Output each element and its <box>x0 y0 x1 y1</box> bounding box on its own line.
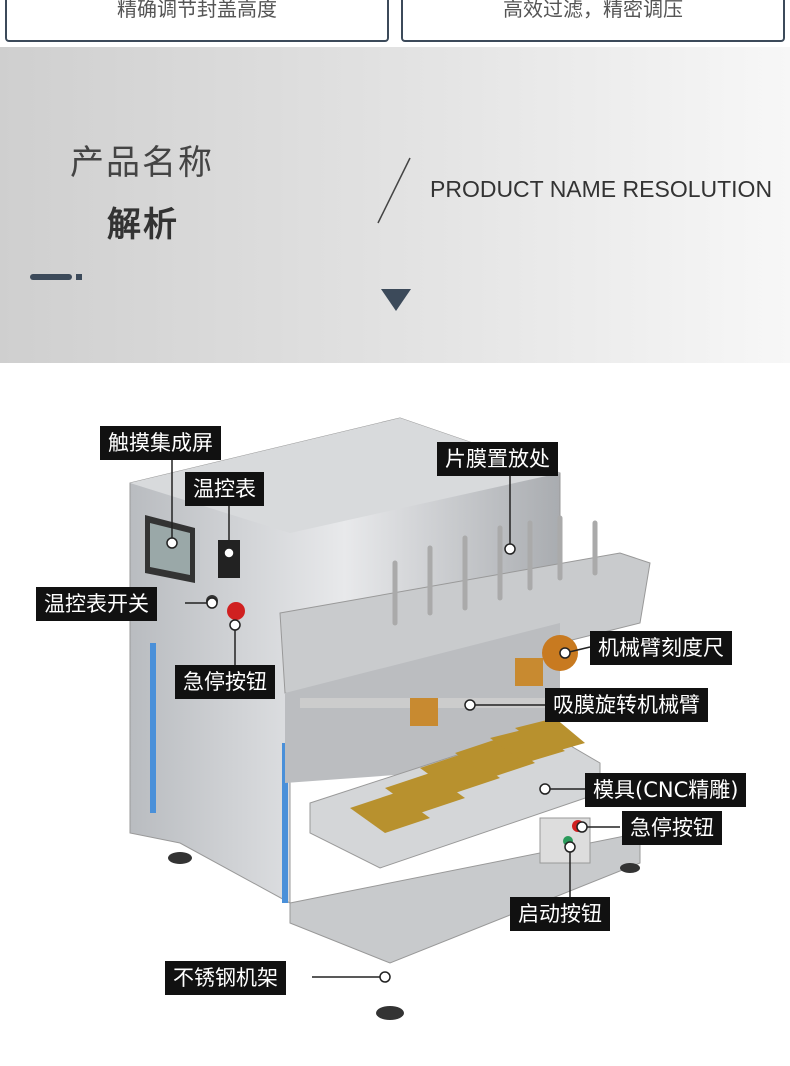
feature-text: 精确调节封盖高度 <box>117 0 277 21</box>
label-film-holder: 片膜置放处 <box>437 442 558 476</box>
section-title: 产品名称 <box>70 143 214 183</box>
label-temp-switch: 温控表开关 <box>36 587 157 621</box>
label-suction-arm: 吸膜旋转机械臂 <box>545 688 708 722</box>
feature-card-filter: 高效过滤，精密调压 <box>401 0 785 42</box>
section-english-title: PRODUCT NAME RESOLUTION <box>430 176 773 202</box>
section-subtitle: 解析 <box>107 205 179 245</box>
machine-illustration <box>129 417 651 1020</box>
down-arrow-icon <box>381 289 411 311</box>
label-start-button: 启动按钮 <box>510 897 610 931</box>
decor-dot <box>76 274 82 280</box>
decor-bar <box>30 274 72 280</box>
label-arm-scale: 机械臂刻度尺 <box>590 631 732 665</box>
label-touch-screen: 触摸集成屏 <box>100 426 221 460</box>
label-estop-right: 急停按钮 <box>622 811 722 845</box>
divider-slash <box>377 157 411 224</box>
label-estop-left: 急停按钮 <box>175 665 275 699</box>
label-frame: 不锈钢机架 <box>165 961 286 995</box>
label-temp-controller: 温控表 <box>185 472 264 506</box>
label-mold: 模具(CNC精雕) <box>585 773 747 807</box>
feature-text: 高效过滤，精密调压 <box>503 0 683 21</box>
feature-card-sealing: 精确调节封盖高度 <box>5 0 389 42</box>
